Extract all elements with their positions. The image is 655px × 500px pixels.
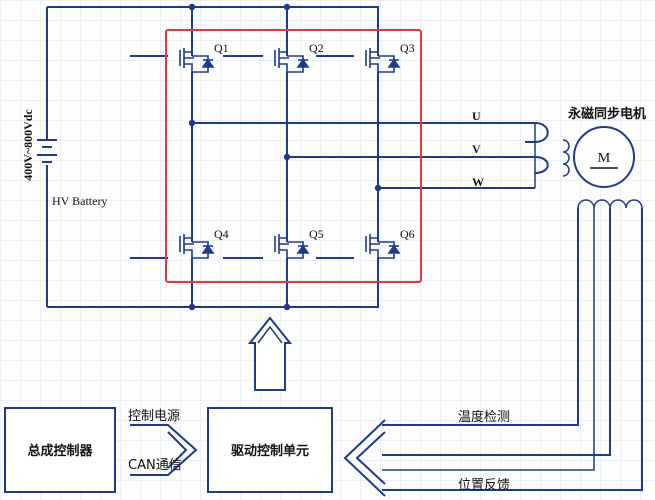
motor-circle <box>573 126 635 188</box>
gate-leads-w <box>316 55 354 259</box>
motor-title: 永磁同步电机 <box>567 106 646 122</box>
battery-symbol <box>37 139 57 163</box>
dc-bus-wires <box>46 6 549 308</box>
transistor-q4 <box>179 234 215 259</box>
drive-signal-arrow-inner <box>257 325 283 344</box>
feedback-wires <box>382 208 643 491</box>
can-link-label: CAN通信 <box>128 458 182 473</box>
resolver-coil-icon <box>577 199 643 209</box>
phase-u-wire <box>192 122 549 143</box>
position-wire-a <box>382 208 595 471</box>
transistor-label-q4: Q4 <box>214 227 229 241</box>
transistor-label-q1: Q1 <box>214 41 229 55</box>
transistor-label-q6: Q6 <box>400 227 415 241</box>
transistor-q1 <box>179 48 215 73</box>
driver-label: 驱动控制单元 <box>231 443 309 459</box>
junction-dots <box>188 3 382 311</box>
phase-u-label: U <box>472 109 481 123</box>
junction-dot <box>188 3 196 11</box>
diode-icon <box>201 244 215 254</box>
transistor-q2 <box>274 48 310 73</box>
transistor-label-q3: Q3 <box>400 41 415 55</box>
inverter-frame <box>165 29 422 283</box>
power-link-label: 控制电源 <box>128 409 180 424</box>
junction-dot <box>283 303 291 311</box>
transistor-label-q2: Q2 <box>309 41 324 55</box>
transistor-q3 <box>365 48 401 73</box>
junction-dot <box>188 119 196 127</box>
phase-w-label: W <box>472 175 484 189</box>
battery-name-label: HV Battery <box>52 194 107 208</box>
transistor-q6 <box>365 234 401 259</box>
junction-dot <box>374 184 382 192</box>
position-wire-b <box>382 208 643 491</box>
negative-bus <box>47 258 379 308</box>
position-label: 位置反馈 <box>458 478 510 493</box>
vcu-label: 总成控制器 <box>27 443 93 459</box>
transistor-label-q5: Q5 <box>309 227 324 241</box>
vcu-block <box>4 407 116 493</box>
gate-leads-u <box>130 55 168 259</box>
temperature-label: 温度检测 <box>458 409 510 425</box>
temperature-wire-b <box>382 208 611 456</box>
temperature-wire-a <box>382 208 579 426</box>
transistor-q5 <box>274 234 310 259</box>
junction-dot <box>188 303 196 311</box>
battery-voltage-label: 400V~800Vdc <box>21 109 35 181</box>
junction-dot <box>283 153 291 161</box>
diode-icon <box>387 244 401 254</box>
junction-dot <box>283 3 291 11</box>
motor-symbol-letter: M <box>598 151 611 166</box>
phase-v-label: V <box>472 142 481 156</box>
vcu-driver-arrow-icon <box>130 424 198 476</box>
phase-v-wire <box>287 156 549 174</box>
diode-icon <box>296 58 310 68</box>
gate-leads-v <box>223 55 263 259</box>
diode-icon <box>201 58 215 68</box>
diode-icon <box>296 244 310 254</box>
diode-icon <box>387 58 401 68</box>
stator-coil-icon <box>562 139 570 177</box>
positive-bus <box>47 6 379 56</box>
drive-signal-arrow-icon <box>247 316 293 391</box>
driver-block <box>207 407 333 493</box>
motor-symbol: M <box>562 126 635 188</box>
feedback-arrow-icon <box>343 419 386 497</box>
